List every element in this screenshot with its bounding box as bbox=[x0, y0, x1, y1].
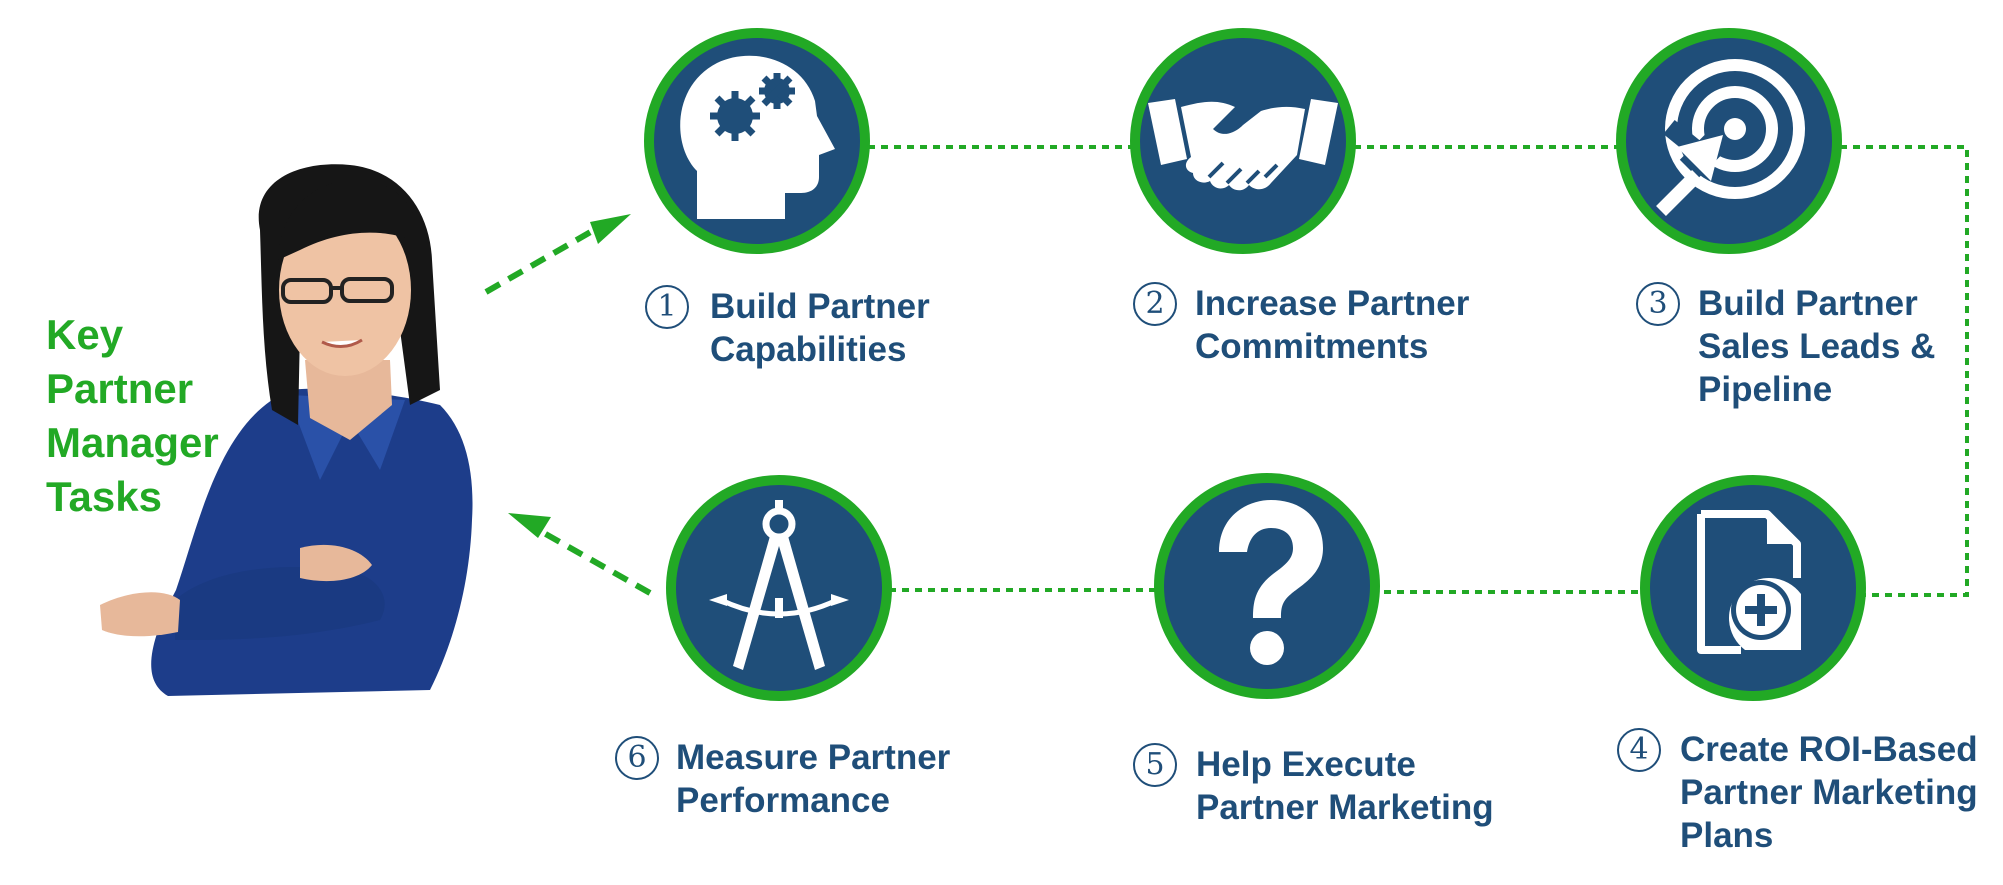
step-2-line: Increase Partner bbox=[1195, 284, 1470, 323]
connector-3-4 bbox=[1840, 145, 1969, 597]
step-1-line: Capabilities bbox=[710, 330, 907, 369]
character-bangs bbox=[278, 179, 416, 260]
step-6-line: Performance bbox=[676, 781, 890, 820]
return-arrow bbox=[526, 521, 652, 596]
step-6-circle bbox=[666, 475, 892, 701]
step-3-number: 3 bbox=[1636, 282, 1680, 326]
step-6-number: 6 bbox=[615, 736, 659, 780]
glasses-icon bbox=[281, 277, 394, 304]
flow-connectors bbox=[868, 145, 1969, 597]
handshake-icon bbox=[1148, 99, 1338, 191]
question-mark-icon bbox=[1219, 500, 1323, 665]
partner-manager-character bbox=[100, 164, 473, 696]
step-1-label: Build Partner Capabilities bbox=[710, 285, 930, 371]
head-gears-icon bbox=[680, 55, 835, 219]
step-4-number: 4 bbox=[1617, 728, 1661, 772]
step-3-line: Build Partner bbox=[1698, 284, 1918, 323]
step-2-number: 2 bbox=[1133, 282, 1177, 326]
character-neck bbox=[305, 360, 392, 440]
step-5-label: Help Execute Partner Marketing bbox=[1196, 743, 1494, 829]
step-4-line: Partner Marketing bbox=[1680, 773, 1978, 812]
step-1-number: 1 bbox=[645, 285, 689, 329]
step-3-circle bbox=[1616, 28, 1842, 254]
step-1-line: Build Partner bbox=[710, 287, 930, 326]
title-line: Tasks bbox=[46, 473, 162, 520]
title-line: Manager bbox=[46, 419, 219, 466]
step-4-line: Create ROI-Based bbox=[1680, 730, 1978, 769]
step-2-label: Increase Partner Commitments bbox=[1195, 282, 1469, 368]
step-3-line: Sales Leads & bbox=[1698, 327, 1936, 366]
flow-arrows bbox=[484, 219, 652, 596]
step-4-label: Create ROI-Based Partner Marketing Plans bbox=[1680, 728, 1978, 857]
step-2-line: Commitments bbox=[1195, 327, 1429, 366]
target-arrow-icon bbox=[1656, 59, 1805, 216]
character-arms bbox=[175, 567, 385, 640]
step-4-line: Plans bbox=[1680, 816, 1774, 855]
step-1-circle bbox=[644, 28, 870, 254]
title-line: Partner bbox=[46, 365, 194, 412]
step-3-line: Pipeline bbox=[1698, 370, 1833, 409]
step-6-label: Measure Partner Performance bbox=[676, 736, 950, 822]
start-arrowhead bbox=[590, 214, 631, 244]
drafting-compass-icon bbox=[709, 500, 849, 670]
character-left-hand bbox=[100, 592, 180, 637]
character-face bbox=[279, 204, 411, 376]
step-2-circle bbox=[1130, 28, 1356, 254]
document-plus-icon bbox=[1697, 510, 1801, 654]
step-5-line: Help Execute bbox=[1196, 745, 1416, 784]
step-6-line: Measure Partner bbox=[676, 738, 951, 777]
step-4-circle bbox=[1640, 475, 1866, 701]
step-3-label: Build Partner Sales Leads & Pipeline bbox=[1698, 282, 1935, 411]
character-right-hand bbox=[300, 544, 372, 582]
start-arrow bbox=[484, 219, 610, 295]
title-line: Key bbox=[46, 311, 124, 358]
diagram-title: Key Partner Manager Tasks bbox=[46, 308, 219, 524]
step-5-line: Partner Marketing bbox=[1196, 788, 1494, 827]
step-5-circle bbox=[1154, 473, 1380, 699]
step-5-number: 5 bbox=[1133, 743, 1177, 787]
return-arrowhead bbox=[508, 513, 551, 538]
character-mouth bbox=[321, 338, 363, 348]
